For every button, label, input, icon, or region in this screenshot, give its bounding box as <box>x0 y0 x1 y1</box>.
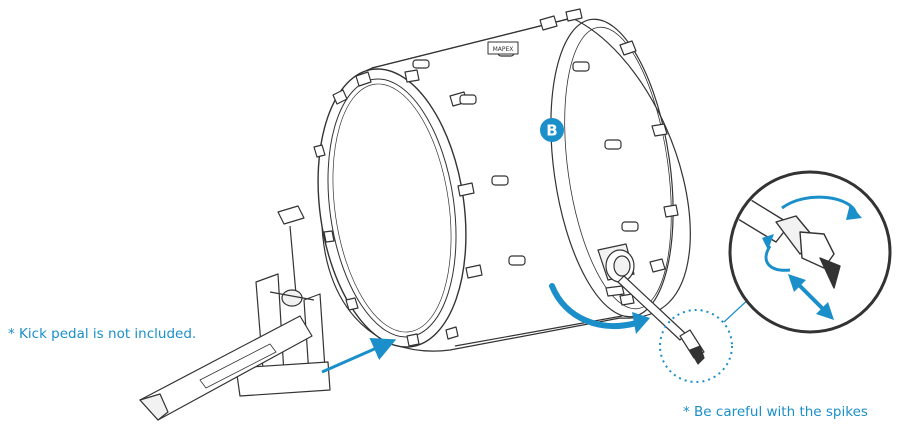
spur-leg <box>617 275 705 365</box>
pedal-heel <box>139 393 169 421</box>
curved-arrow-icon <box>549 283 643 329</box>
rear-claws <box>539 8 679 306</box>
pedal-beater <box>277 205 305 225</box>
pedal-base <box>235 361 331 397</box>
spur-bracket <box>597 243 635 297</box>
attach-arrow <box>321 338 397 374</box>
pedal-note: * Kick pedal is not included. <box>8 326 197 342</box>
front-claws <box>313 69 483 347</box>
bass-drum: MAPEX <box>313 8 705 365</box>
front-head-inner <box>332 83 452 333</box>
spike-zoom <box>728 170 892 334</box>
spikes-note: * Be careful with the spikes <box>683 404 868 420</box>
pedal-footboard-groove <box>199 343 277 389</box>
kick-pedal <box>139 205 331 421</box>
drum-badge-text: MAPEX <box>493 46 514 53</box>
callout-b: B <box>540 118 564 142</box>
spike-highlight-circle <box>659 309 733 383</box>
rear-hoop-inner <box>564 26 672 310</box>
pedal-axle-rod <box>269 291 315 301</box>
callout-letter: B <box>546 122 557 140</box>
drum-badge <box>487 41 519 55</box>
shell-top-edge <box>371 17 573 69</box>
curved-arrow-head <box>632 312 650 334</box>
double-arrow-icon <box>794 280 828 314</box>
pedal-beater-shaft <box>289 225 297 295</box>
pedal-axle <box>281 289 303 307</box>
